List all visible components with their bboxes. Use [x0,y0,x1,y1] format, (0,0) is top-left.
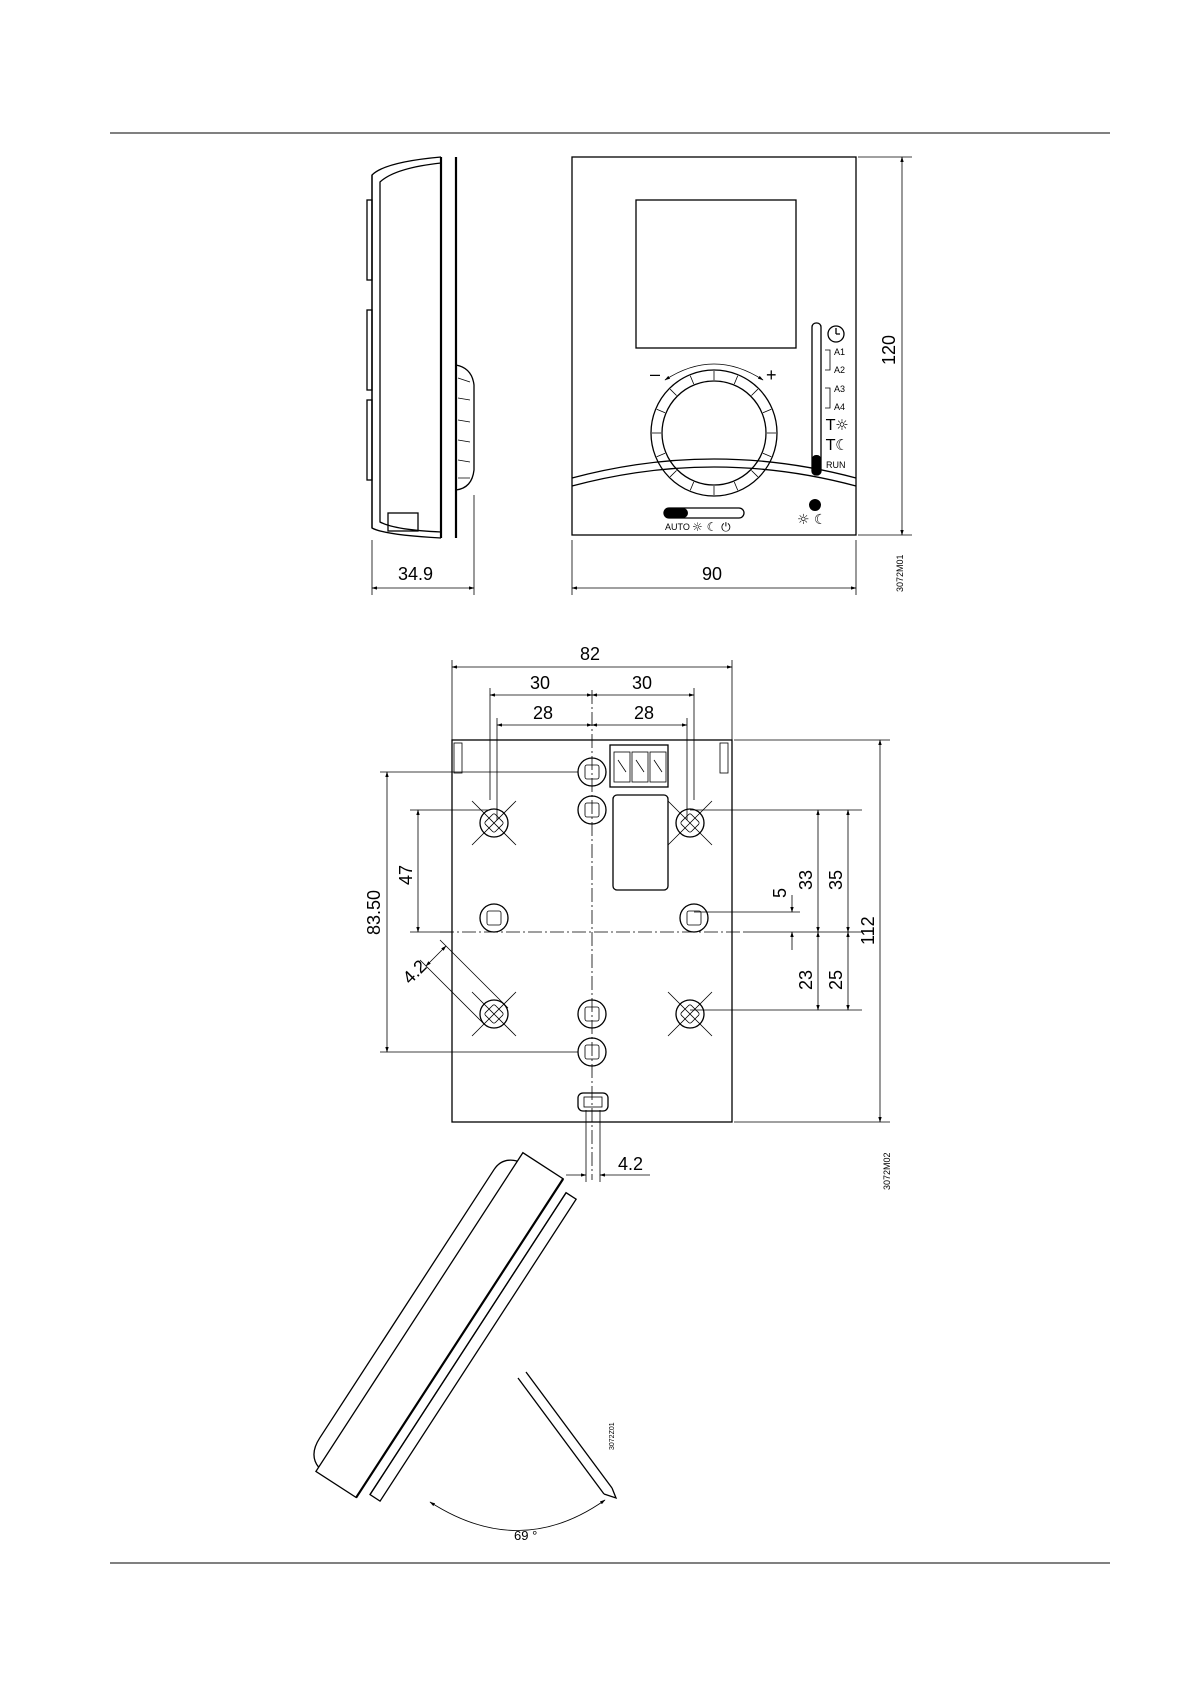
front-view: – + A1 A2 A3 A4 T☼ T☾ RUN ☼ ☾ AUTO ☼ ☾ ⏻… [572,157,912,595]
knob-rib [657,409,665,412]
indicator-a2: A2 [834,365,845,375]
dim-30-right-label: 30 [632,673,652,693]
dim-112-label: 112 [858,916,878,945]
dim-28-left-label: 28 [533,703,553,723]
knob-ribs [652,371,776,495]
drawing-code-m01: 3072M01 [895,554,905,592]
dim-4-2-diag-label: 4.2 [399,956,431,988]
dim-47-label: 47 [396,865,416,885]
knob-rib [763,453,771,456]
sun-moon-icon: ☼ ☾ [797,512,827,528]
knob-plus-label: + [766,365,777,385]
indicator-a1: A1 [834,347,845,357]
stand-view: 69 ° 3072Z01 [303,1145,616,1543]
drawing-code-m02: 3072M02 [882,1152,892,1190]
knob-rib [751,470,757,476]
knob-rib [670,389,676,395]
stand-angle-label: 69 ° [514,1528,537,1543]
mounting-hole-square [687,911,701,925]
knob-rib [657,453,665,456]
dim-35-label: 35 [826,870,846,890]
dim-23-label: 23 [796,970,816,990]
knob-rib [763,409,771,412]
knob-rib [734,376,737,384]
knob-rib [751,389,757,395]
dim-height-label: 120 [879,335,899,365]
dim-slot-4-2-label: 4.2 [618,1154,643,1174]
dim-5-label: 5 [770,888,790,898]
hole-cross-mark [472,801,516,845]
dim-depth-label: 34.9 [398,564,433,584]
presence-button [809,499,821,511]
indicator-run: RUN [826,460,846,470]
knob-rib [690,482,693,490]
hole-cross-mark [668,992,712,1036]
dim-28-right-label: 28 [634,703,654,723]
knob-minus-label: – [650,364,660,384]
mounting-hole [480,904,508,932]
hole-cross-mark [472,992,516,1036]
side-view: 34.9 [367,157,474,595]
dim-33-label: 33 [796,870,816,890]
mounting-hole-square [487,911,501,925]
dim-width-label: 90 [702,564,722,584]
mode-auto-label: AUTO [665,522,690,532]
knob-rib [734,482,737,490]
t-sun-icon: T☼ [825,416,849,434]
setpoint-knob [651,370,777,496]
hole-cross-mark [668,801,712,845]
mode-icons: ☼ ☾ ⏻ [692,520,731,534]
dim-82-label: 82 [580,644,600,664]
drawing-code-z01: 3072Z01 [609,1422,616,1450]
knob-rib [690,376,693,384]
indicator-a4: A4 [834,402,845,412]
knob-rib [670,470,676,476]
dim-83-50-label: 83.50 [364,890,384,935]
t-moon-icon: T☾ [825,436,849,454]
dim-30-left-label: 30 [530,673,550,693]
dim-25-label: 25 [826,970,846,990]
mounting-hole [680,904,708,932]
back-view: 82 30 30 28 28 83.50 47 4.2 [364,644,892,1190]
indicator-a3: A3 [834,384,845,394]
